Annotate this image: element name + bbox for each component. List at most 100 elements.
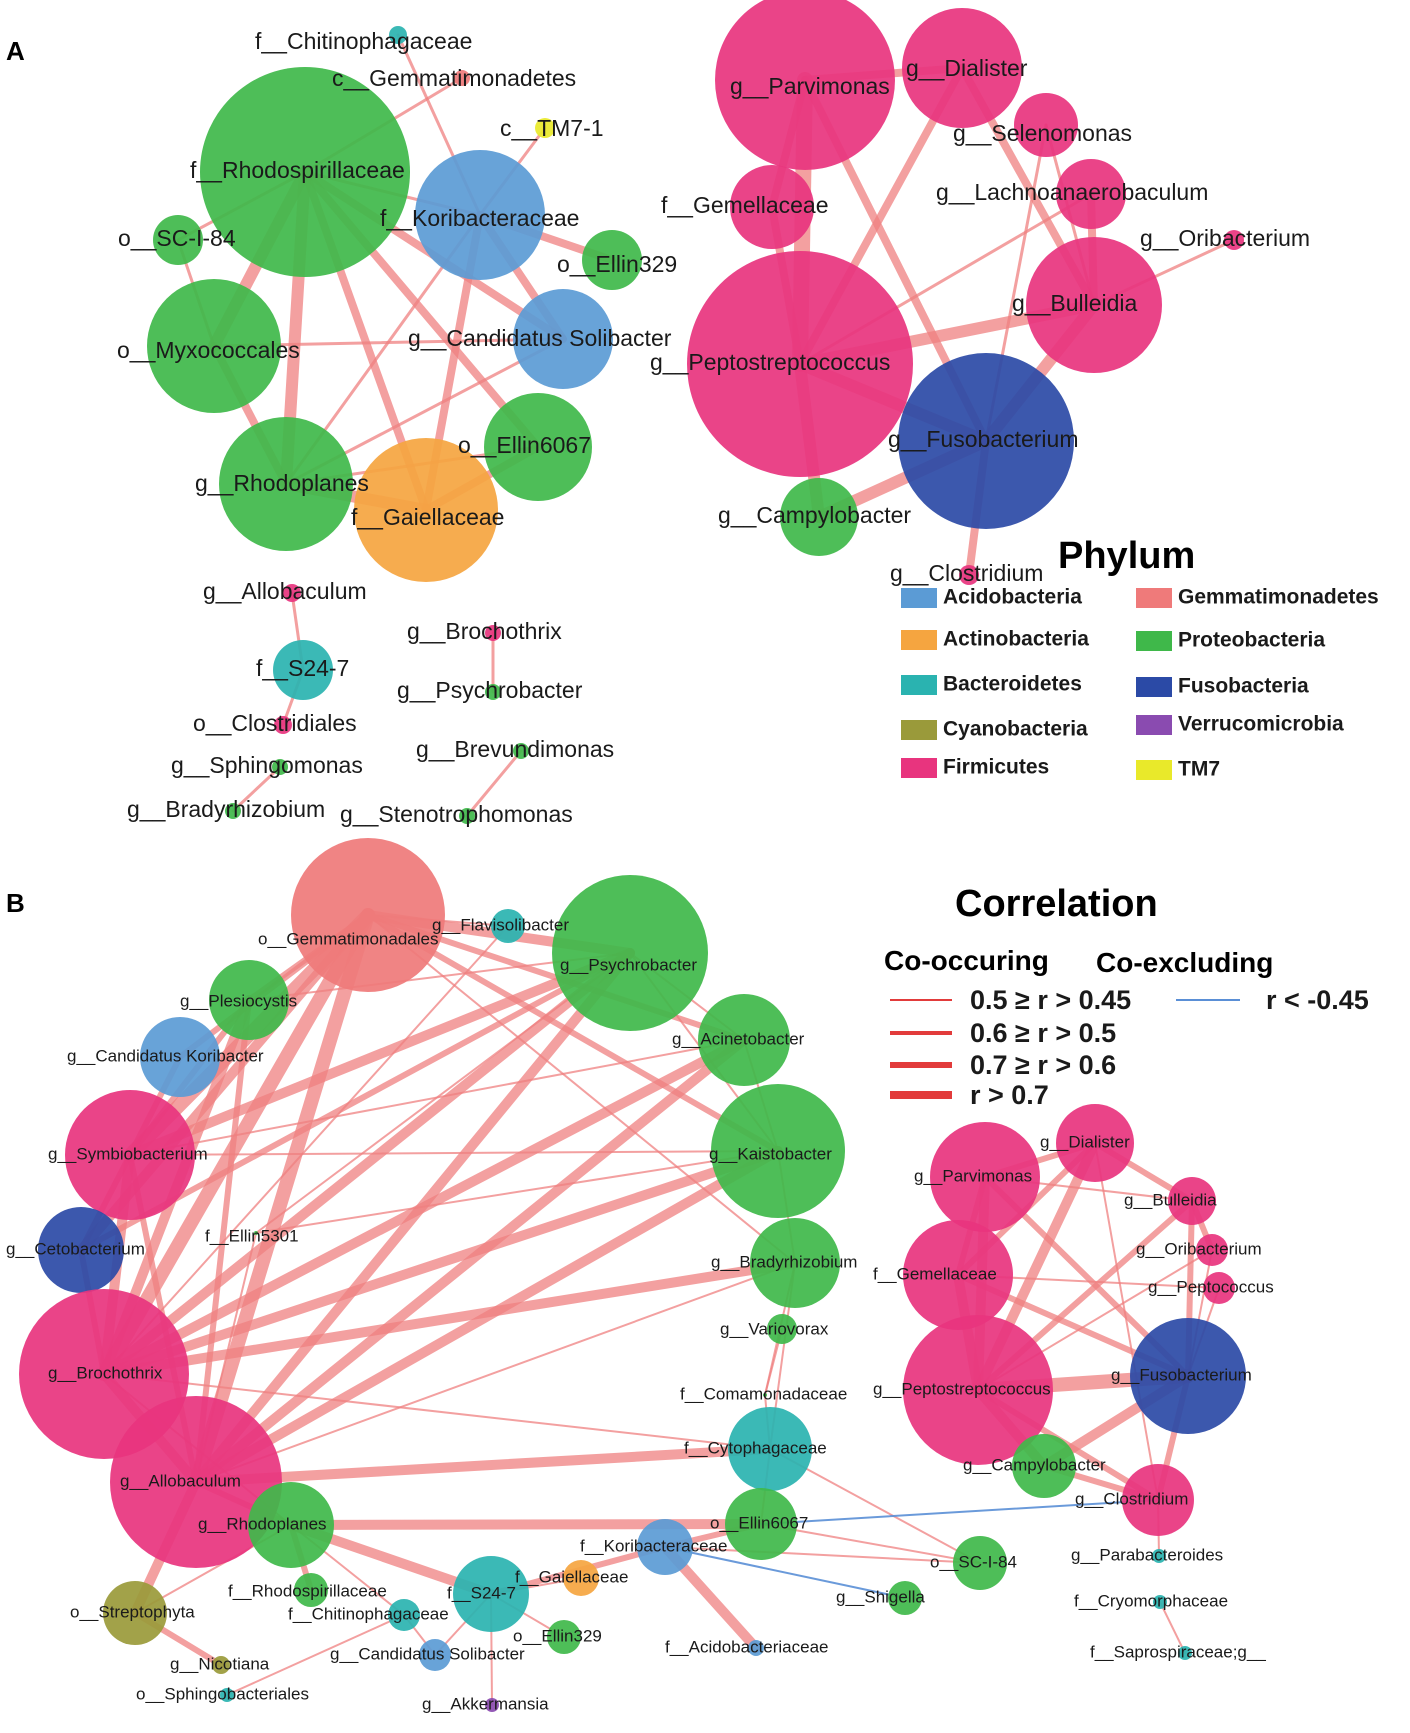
- node-b3: [552, 875, 708, 1031]
- network-a-labels: f__Chitinophagaceae c__Gemmatimonadetes c_…: [117, 28, 1310, 827]
- correlation-legend-title: Correlation: [955, 883, 1158, 925]
- node-a7: [582, 230, 642, 290]
- node-label-a3: c__TM7-1: [500, 115, 604, 141]
- node-label-a32: g__Clostridium: [890, 560, 1043, 586]
- node-label-b37: f__Gemellaceae: [873, 1264, 997, 1283]
- node-a13: [283, 584, 301, 602]
- node-label-b21: f__Gaiellaceae: [515, 1567, 628, 1586]
- legend-swatch-actinobacteria: [901, 630, 937, 650]
- legend-label-bacteroidetes: Bacteroidetes: [943, 673, 1082, 696]
- node-b11: [750, 1218, 840, 1308]
- node-b22: [453, 1556, 529, 1632]
- edge-b19-b23: [664, 1546, 981, 1564]
- node-b2: [491, 909, 525, 943]
- node-label-a2: c__Gemmatimonadetes: [332, 65, 576, 91]
- node-label-b3: g__Psychrobacter: [560, 955, 697, 974]
- node-label-a8: o__Myxococcales: [117, 337, 300, 363]
- network-b-labels: o__Gemmatimonadalesg__Flavisolibacterg__…: [6, 915, 1274, 1713]
- node-a12: [354, 438, 498, 582]
- node-label-a27: g__Oribacterium: [1140, 225, 1310, 251]
- node-b4: [209, 960, 289, 1040]
- node-label-b34: g__Parvimonas: [914, 1166, 1032, 1185]
- node-b19: [637, 1519, 693, 1575]
- node-b33: [1056, 1104, 1134, 1182]
- edge-b16-b6: [191, 1035, 749, 1487]
- legend-swatch-gemmatimonadetes: [1136, 588, 1172, 608]
- co-occurring-range-1: 0.5 ≥ r > 0.45: [970, 985, 1131, 1015]
- node-a31: [780, 478, 858, 556]
- node-label-a14: f__S24-7: [256, 655, 349, 681]
- edge-b10-b8: [255, 1150, 779, 1234]
- node-label-b5: g__Candidatus Koribacter: [67, 1046, 264, 1065]
- node-label-a29: g__Peptostreptococcus: [650, 349, 890, 375]
- node-a9: [513, 289, 613, 389]
- edge-b19-b26: [664, 1546, 906, 1599]
- node-b45: [1178, 1646, 1192, 1660]
- node-label-a21: g__Stenotrophomonas: [340, 801, 573, 827]
- node-b30: [419, 1639, 451, 1671]
- node-a16: [485, 625, 501, 641]
- node-a29: [687, 251, 913, 477]
- node-a3: [535, 118, 555, 138]
- node-label-b9: g__Cetobacterium: [6, 1239, 145, 1258]
- edge-b16-b11: [195, 1262, 796, 1483]
- panel-label-a: A: [6, 36, 25, 66]
- node-label-a6: o__SC-I-84: [118, 225, 236, 251]
- node-a24: [1014, 93, 1078, 157]
- legend-label-tm7: TM7: [1178, 758, 1220, 781]
- node-label-a24: g__Selenomonas: [953, 120, 1132, 146]
- node-label-a31: g__Campylobacter: [718, 502, 911, 528]
- node-label-b36: g__Oribacterium: [1136, 1239, 1262, 1258]
- node-label-b10: f__Ellin5301: [205, 1226, 299, 1245]
- edge-b16-b3: [191, 948, 635, 1487]
- node-b23: [953, 1536, 1007, 1590]
- node-b27: [547, 1620, 581, 1654]
- node-label-a16: g__Brochothrix: [407, 618, 562, 644]
- node-a27: [1224, 230, 1244, 250]
- node-label-b30: g__Candidatus Solibacter: [330, 1644, 525, 1663]
- edge-b13-b15: [103, 1373, 771, 1450]
- node-label-b29: g__Nicotiana: [170, 1654, 270, 1673]
- node-b9: [38, 1207, 124, 1293]
- node-a8: [147, 279, 281, 413]
- node-label-a10: o__Ellin6067: [458, 432, 591, 458]
- edge-b7-b8: [129, 1150, 779, 1156]
- edge-b13-b8: [99, 1146, 783, 1379]
- edge-b13-b2: [103, 925, 509, 1375]
- legend-swatch-proteobacteria: [1136, 631, 1172, 651]
- node-label-a22: g__Parvimonas: [730, 73, 890, 99]
- node-label-b1: o__Gemmatimonadales: [258, 929, 438, 948]
- phylum-legend-title: Phylum: [1058, 535, 1195, 577]
- node-label-b19: f__Koribacteraceae: [580, 1536, 727, 1555]
- node-label-a1: f__Chitinophagaceae: [255, 28, 472, 54]
- node-b43: [1152, 1549, 1166, 1563]
- node-a18: [272, 759, 288, 775]
- node-a25: [730, 165, 814, 249]
- legend-swatch-firmicutes: [901, 758, 937, 778]
- node-label-b44: f__Cryomorphaceae: [1074, 1591, 1228, 1610]
- node-label-a12: f__Gaiellaceae: [351, 504, 504, 530]
- node-label-b42: g__Clostridium: [1075, 1489, 1188, 1508]
- legend-swatch-tm7: [1136, 760, 1172, 780]
- node-label-a7: o__Ellin329: [557, 251, 677, 277]
- co-occurring-range-3: 0.7 ≥ r > 0.6: [970, 1050, 1116, 1080]
- node-label-b45: f__Saprospiraceae;g__: [1090, 1642, 1266, 1661]
- legend-label-firmicutes: Firmicutes: [943, 756, 1049, 779]
- node-b25: [388, 1599, 420, 1631]
- node-a23: [902, 8, 1022, 128]
- node-b36: [1196, 1234, 1228, 1266]
- node-label-a13: g__Allobaculum: [203, 578, 367, 604]
- node-label-b13: g__Brochothrix: [48, 1363, 163, 1382]
- node-label-b8: g__Kaistobacter: [709, 1144, 832, 1163]
- node-a5: [415, 150, 545, 280]
- node-label-a30: g__Fusobacterium: [888, 426, 1079, 452]
- node-a10: [484, 393, 592, 501]
- node-label-b17: g__Rhodoplanes: [198, 1514, 327, 1533]
- network-b-nodes: [19, 838, 1246, 1712]
- node-label-b11: g__Bradyrhizobium: [711, 1252, 857, 1271]
- node-a22: [715, 0, 895, 170]
- node-b34: [930, 1122, 1040, 1232]
- node-b17: [248, 1482, 334, 1568]
- node-a19: [225, 803, 241, 819]
- node-label-b18: o__Ellin6067: [710, 1513, 808, 1532]
